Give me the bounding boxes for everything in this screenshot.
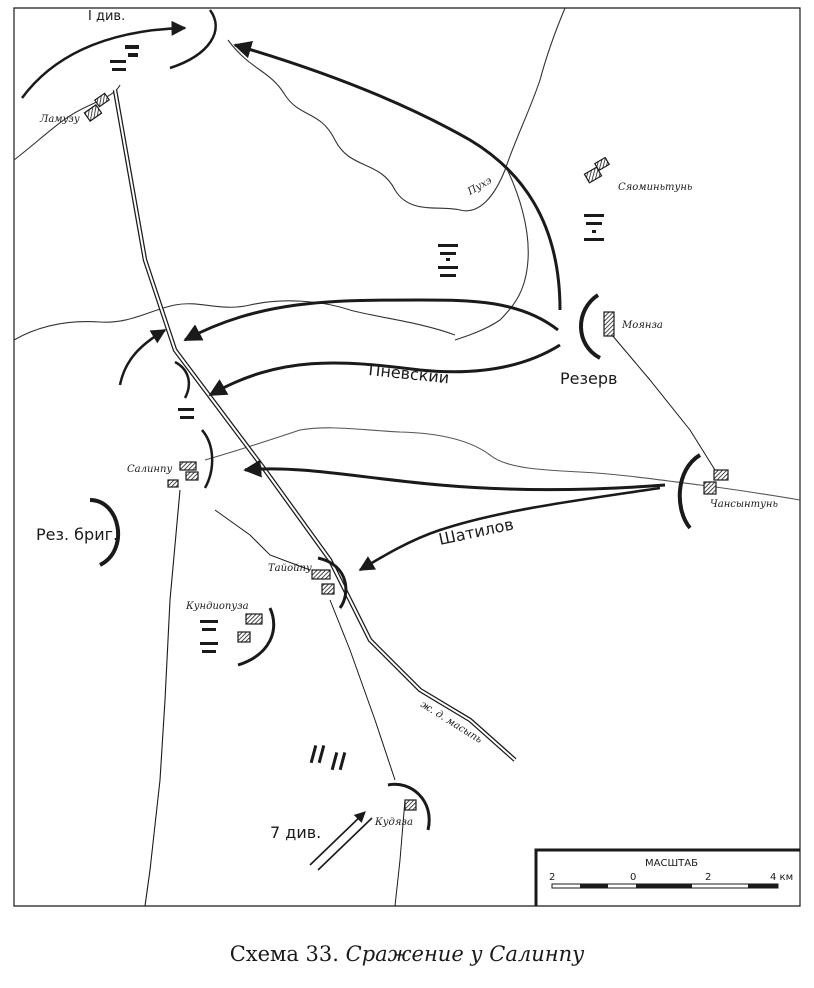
front-div1 <box>169 9 217 70</box>
front-a <box>174 360 191 399</box>
arrow-reserve-north <box>233 40 562 311</box>
label-pnevsky: Пневский <box>368 360 451 387</box>
arrow-pnevsky-1 <box>183 298 559 342</box>
map-border <box>13 7 801 907</box>
front-res-brig <box>89 498 120 567</box>
arrow-div7 <box>309 811 366 866</box>
river-pukhe-label: Пухэ <box>465 175 494 198</box>
scale-tick-1: 0 <box>630 872 636 883</box>
village-lamuzu: Ламузу <box>39 114 80 125</box>
troops-center <box>438 244 458 277</box>
scale-title: МАСШТАБ <box>645 858 698 869</box>
scale-tick-3: 4 км <box>770 872 793 883</box>
arrow-pnevsky-2 <box>208 343 561 397</box>
village-syaominyntun: Сяоминьтунь <box>618 182 692 193</box>
troops-north <box>110 45 139 71</box>
road-west <box>144 489 181 907</box>
figure-caption: Схема 33. Сражение у Салинпу <box>0 942 814 966</box>
arrow-west-flank <box>118 328 167 386</box>
village-tayoypu: Тайойпу <box>268 563 312 574</box>
label-reserve: Резерв <box>560 369 617 388</box>
battle-map: I див. Резерв Пневский Шатилов Рез. бриг… <box>13 7 801 907</box>
label-div7: 7 див. <box>270 823 321 842</box>
village-blocks <box>83 92 729 811</box>
troops-south <box>309 745 347 771</box>
river-west <box>13 300 456 341</box>
arrow-shatilov-1 <box>243 459 666 492</box>
scale-tick-0: 2 <box>549 872 555 883</box>
village-salinpu: Салинпу <box>127 464 172 475</box>
label-div1: I див. <box>88 9 125 24</box>
troops-kundiopuza <box>200 620 218 653</box>
caption-title: Сражение у Салинпу <box>345 942 585 966</box>
arrow-shatilov-2 <box>358 486 661 572</box>
front-kundiopuza <box>237 607 276 667</box>
troops-salinpu <box>178 408 194 419</box>
scale-bar: МАСШТАБ 2 0 2 4 км <box>534 848 800 906</box>
troops-east <box>584 214 604 241</box>
label-res-brig: Рез. бриг. <box>36 525 118 544</box>
river-north <box>227 7 566 212</box>
scale-tick-2: 2 <box>705 872 711 883</box>
arrow-div1 <box>20 20 187 99</box>
caption-prefix: Схема 33. <box>229 942 339 966</box>
front-tayoypu <box>317 556 348 609</box>
village-kudyaza: Кудяза <box>374 817 413 828</box>
road-mayanza <box>611 334 716 471</box>
road-tayoypu <box>214 509 311 571</box>
road-east <box>394 799 406 907</box>
railway <box>112 89 517 762</box>
front-chansyntun <box>677 453 702 530</box>
front-kudyaza <box>387 782 431 831</box>
river-nw <box>13 84 121 161</box>
river-salinpu <box>204 427 801 501</box>
road-kudyaza <box>329 599 396 781</box>
river-pukhe <box>454 164 529 341</box>
front-salinpu <box>201 429 214 489</box>
village-kundiopuza: Кундиопуза <box>185 601 249 612</box>
village-chansyntun: Чансынтунь <box>710 499 778 510</box>
village-mayanza: Моянза <box>621 320 663 331</box>
front-reserve <box>579 293 602 360</box>
